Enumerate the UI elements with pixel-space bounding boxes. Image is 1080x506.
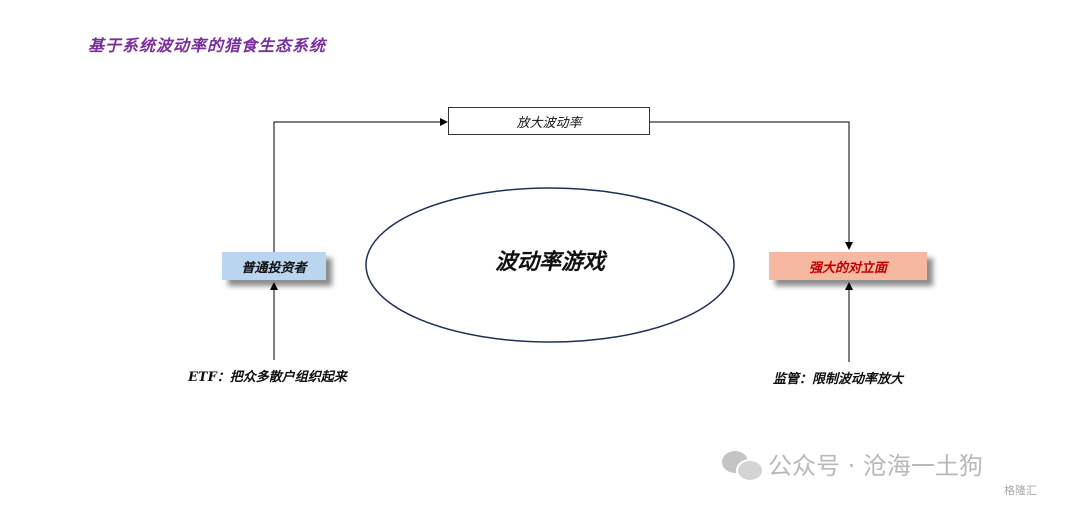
powerful-opponent-label: 强大的对立面 bbox=[808, 260, 887, 276]
powerful-opponent-box: 强大的对立面 bbox=[769, 252, 927, 280]
amplify-volatility-box: 放大波动率 bbox=[448, 107, 650, 135]
regulation-caption: 监管：限制波动率放大 bbox=[773, 372, 904, 387]
retail-investors-box: 普通投资者 bbox=[222, 252, 326, 280]
game-ellipse bbox=[365, 187, 735, 343]
source-logo: 格隆汇 bbox=[1004, 484, 1037, 497]
amplify-to-opponent-arrow bbox=[650, 121, 853, 250]
diagram-title: 基于系统波动率的猎食生态系统 bbox=[88, 36, 327, 55]
watermark: 公众号 · 沧海一土狗 bbox=[722, 446, 983, 482]
etf-caption: ETF：把众多散户组织起来 bbox=[188, 370, 347, 385]
investors-to-amplify-arrow bbox=[273, 118, 448, 252]
retail-investors-label: 普通投资者 bbox=[241, 260, 307, 276]
volatility-game-label: 波动率游戏 bbox=[494, 249, 605, 275]
watermark-text: 公众号 · 沧海一土狗 bbox=[768, 452, 983, 480]
amplify-volatility-label: 放大波动率 bbox=[516, 115, 582, 131]
wechat-icon bbox=[722, 447, 764, 482]
